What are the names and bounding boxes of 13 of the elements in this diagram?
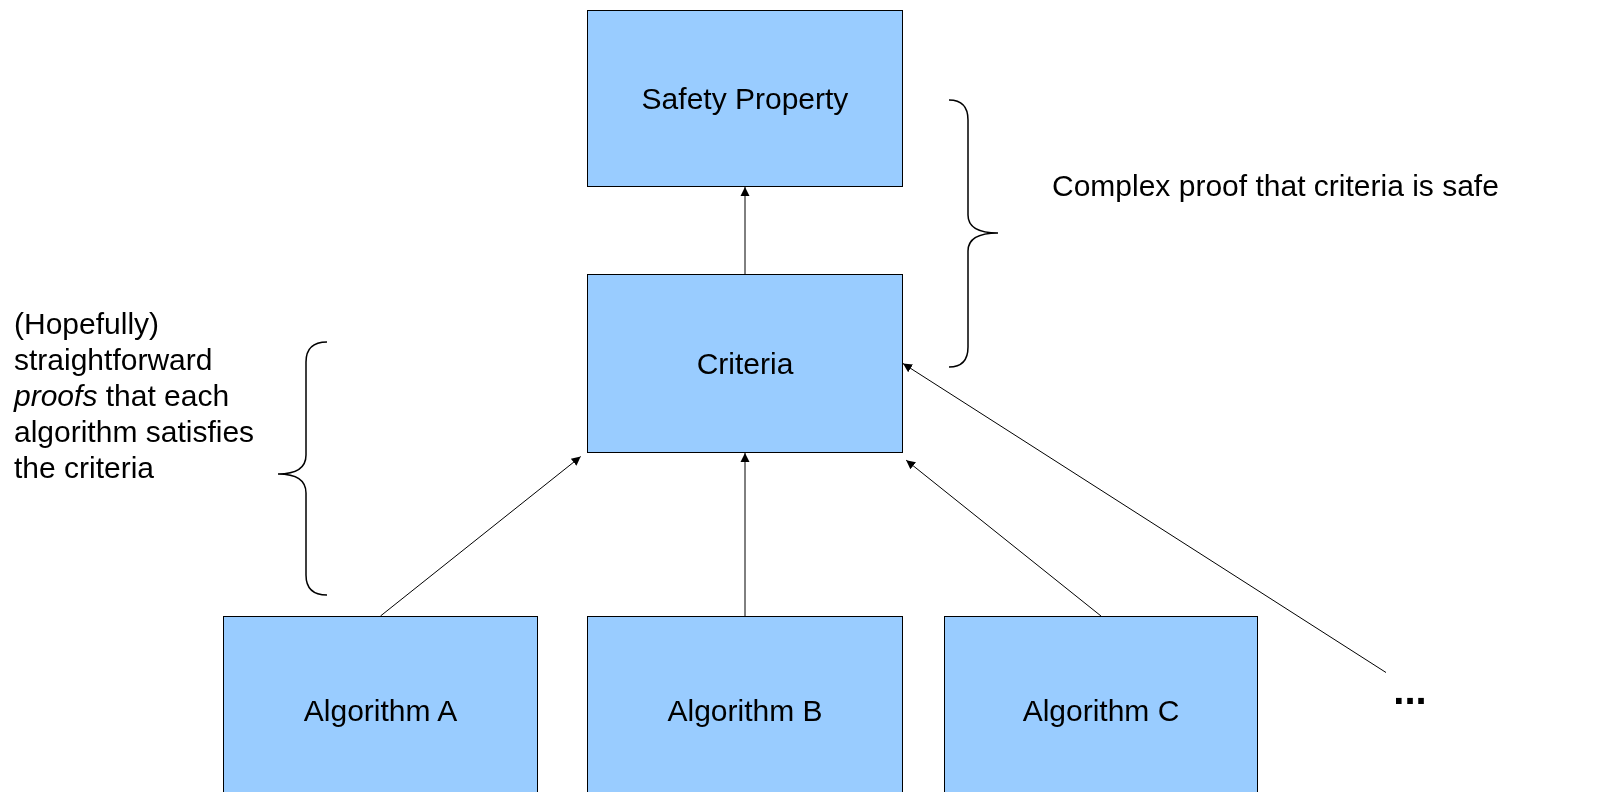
arrow — [902, 363, 1387, 673]
process-box: Algorithm C — [944, 616, 1258, 792]
process-box: Safety Property — [587, 10, 903, 187]
arrow — [380, 456, 582, 617]
process-box: Algorithm A — [223, 616, 538, 792]
ellipsis-text: ... — [1380, 665, 1440, 715]
annotation-text: Complex proof that criteria is safe — [1052, 168, 1500, 204]
arrow — [740, 452, 750, 617]
arrow — [740, 186, 750, 275]
process-box: Algorithm B — [587, 616, 903, 792]
arrow — [905, 459, 1102, 617]
process-box: Criteria — [587, 274, 903, 453]
annotation-text: (Hopefully) straightforward proofs that each algorithm satisfies the criteria — [14, 306, 256, 486]
